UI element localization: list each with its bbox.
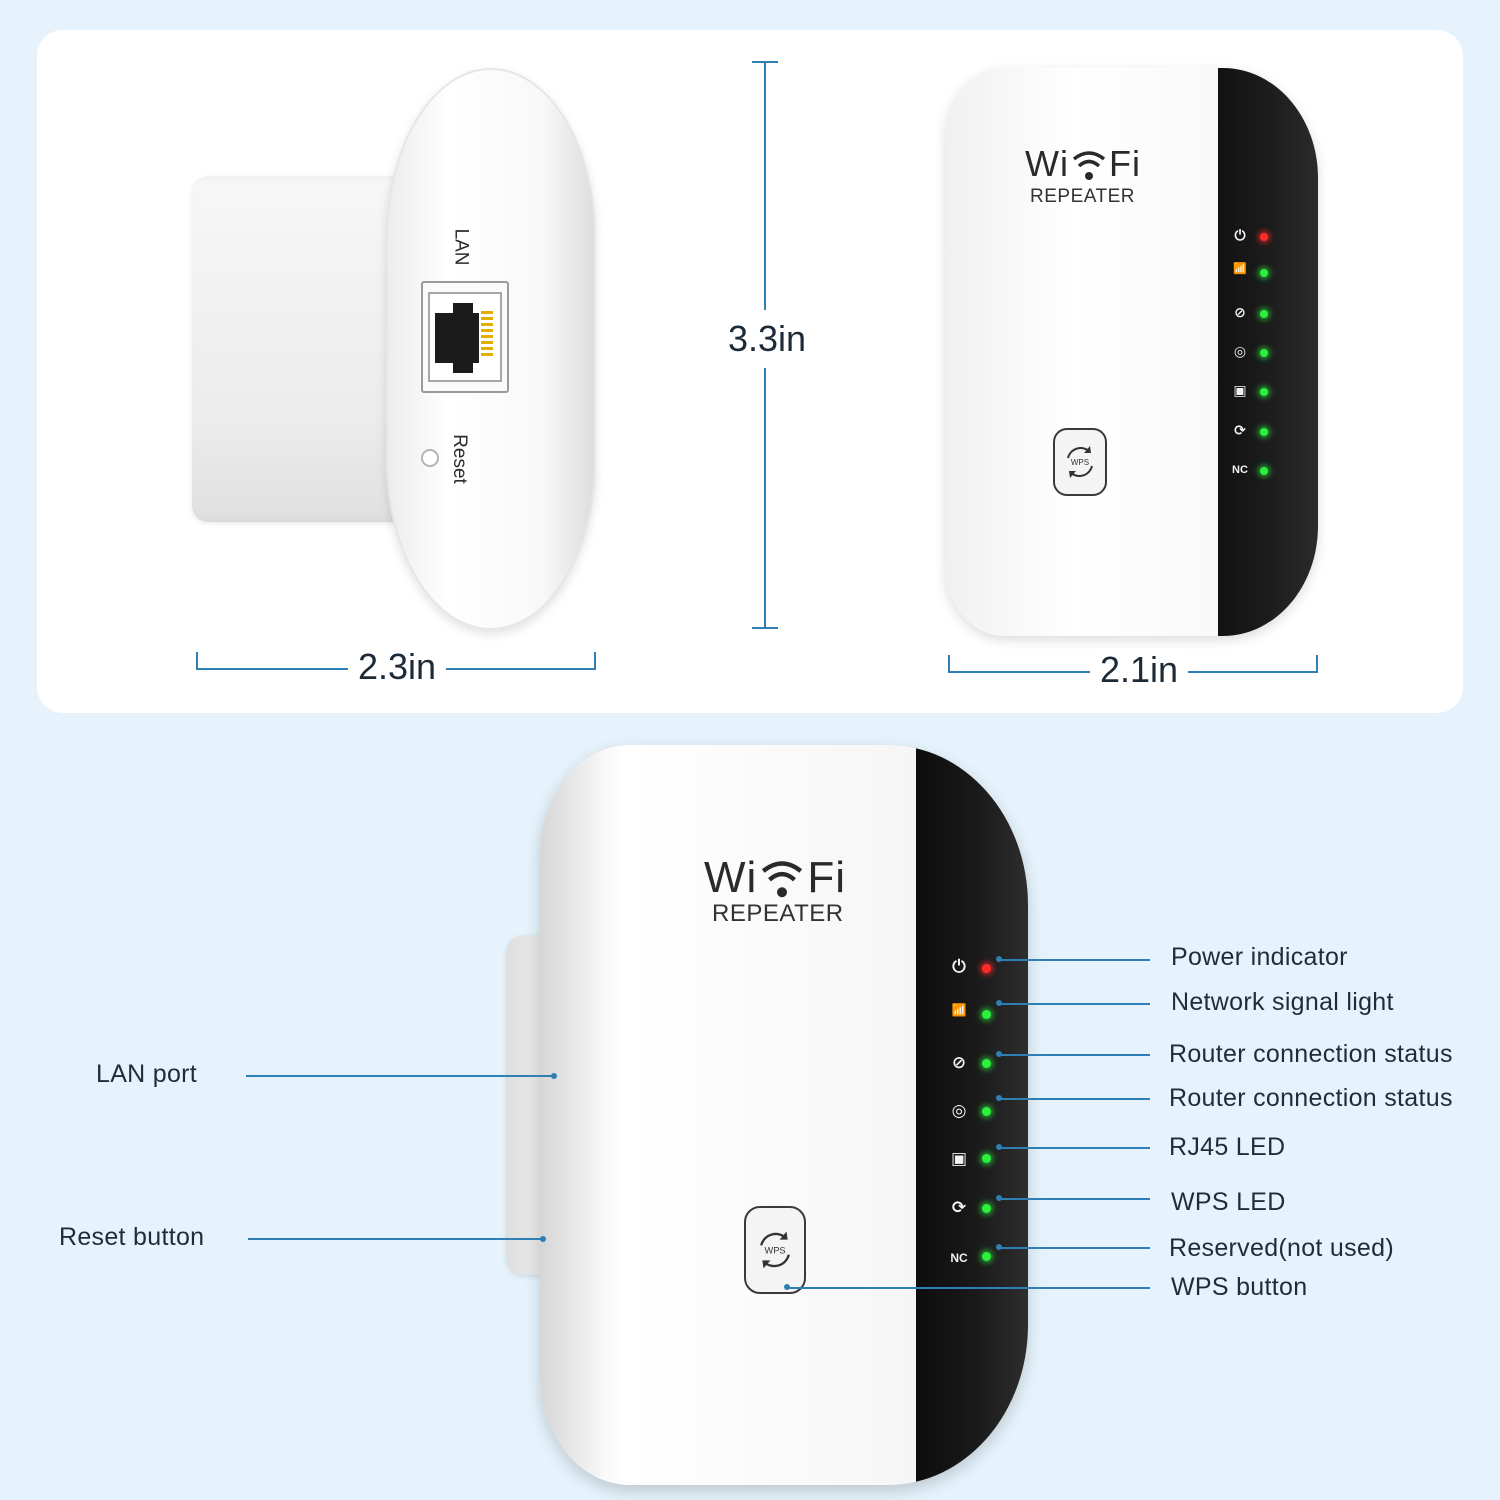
callout-power-indicator: Power indicator [1171, 943, 1348, 971]
power-icon: ⏻ [1234, 227, 1246, 243]
signal-led [1260, 269, 1268, 277]
callout-router-status-2: Router connection status [1169, 1084, 1453, 1112]
depth-dimension-label: 2.1in [1090, 649, 1189, 691]
height-dimension-bottom-cap [752, 627, 778, 629]
big-nc-icon: NC [950, 1251, 968, 1265]
wifi-logo-icon [1069, 146, 1109, 189]
big-globe-icon: ⊘ [951, 1053, 967, 1072]
power-led [1260, 233, 1268, 241]
callout-line-reserved [1000, 1247, 1150, 1249]
big-wps-arrows-icon: WPS [760, 1231, 790, 1269]
callout-dot-router-2 [996, 1095, 1002, 1101]
big-wps-led [982, 1204, 991, 1213]
callout-line-rj45 [1000, 1147, 1150, 1149]
router-led-2 [1260, 349, 1268, 357]
callout-dot-power [996, 956, 1002, 962]
wps-led [1260, 428, 1268, 436]
target-icon: ◎ [1233, 343, 1247, 359]
callout-line-power [1000, 959, 1150, 961]
big-wifi-logo-right: Fi [807, 853, 846, 902]
height-dimension-label: 3.3in [722, 310, 813, 368]
callout-router-status-1: Router connection status [1169, 1040, 1453, 1068]
big-view-led-band [916, 745, 1028, 1485]
front-wps-button[interactable]: WPS [1053, 428, 1107, 496]
front-repeater-label: REPEATER [1030, 186, 1136, 207]
big-router-led-1 [982, 1059, 991, 1068]
callout-line-router-2 [1000, 1098, 1150, 1100]
callout-reserved: Reserved(not used) [1169, 1234, 1394, 1262]
callout-rj45-led: RJ45 LED [1169, 1133, 1286, 1161]
big-wifi-signal-icon: 📶 [951, 1003, 967, 1017]
big-sync-icon: ⟳ [951, 1198, 967, 1217]
callout-network-signal: Network signal light [1171, 988, 1394, 1016]
front-view-device [945, 68, 1318, 636]
callout-line-reset [248, 1238, 543, 1240]
callout-dot-reset [540, 1236, 546, 1242]
router-led-1 [1260, 310, 1268, 318]
big-view-device [540, 745, 1028, 1485]
callout-dot-router-1 [996, 1051, 1002, 1057]
ethernet-socket-icon [428, 292, 502, 382]
rj45-led [1260, 388, 1268, 396]
callout-wps-button: WPS button [1171, 1273, 1308, 1301]
callout-wps-led: WPS LED [1171, 1188, 1286, 1216]
callout-dot-wps-led [996, 1195, 1002, 1201]
wps-arrows-icon: WPS [1067, 446, 1093, 478]
big-wifi-logo: Wi Fi [704, 848, 846, 903]
side-reset-label: Reset [448, 434, 470, 484]
big-wifi-logo-left: Wi [704, 853, 758, 902]
big-power-icon: ⏻ [952, 957, 966, 976]
callout-dot-signal [996, 1000, 1002, 1006]
side-lan-port [421, 281, 509, 393]
globe-icon: ⊘ [1234, 304, 1246, 320]
callout-dot-rj45 [996, 1144, 1002, 1150]
big-signal-led [982, 1010, 991, 1019]
side-lan-label: LAN [450, 228, 472, 266]
big-wifi-logo-icon [757, 854, 807, 909]
callout-line-router-1 [1000, 1054, 1150, 1056]
big-router-led-2 [982, 1107, 991, 1116]
big-ethernet-icon: ▣ [950, 1149, 968, 1168]
big-power-led [982, 964, 991, 973]
svg-text:WPS: WPS [765, 1245, 786, 1255]
big-view-edge [540, 745, 600, 1485]
callout-line-wps-button [788, 1287, 1150, 1289]
nc-icon: NC [1232, 464, 1248, 476]
front-view-led-band [1218, 68, 1318, 636]
big-wps-button[interactable]: WPS [744, 1206, 806, 1294]
wifi-logo-left: Wi [1025, 143, 1069, 184]
callout-line-signal [1000, 1003, 1150, 1005]
callout-line-lan-port [246, 1075, 554, 1077]
big-target-icon: ◎ [951, 1101, 967, 1120]
big-nc-led [982, 1252, 991, 1261]
callout-dot-lan-port [551, 1073, 557, 1079]
svg-text:WPS: WPS [1071, 458, 1089, 467]
nc-led [1260, 467, 1268, 475]
callout-line-wps-led [1000, 1198, 1150, 1200]
callout-reset-button: Reset button [59, 1223, 205, 1251]
front-wifi-logo: Wi Fi [1025, 142, 1141, 185]
sync-icon: ⟳ [1234, 422, 1246, 438]
big-repeater-label: REPEATER [712, 900, 844, 927]
width-dimension-label: 2.3in [348, 646, 447, 688]
side-reset-hole [421, 449, 439, 467]
callout-dot-wps-button [784, 1284, 790, 1290]
ethernet-icon: ▣ [1233, 382, 1247, 398]
big-rj45-led [982, 1154, 991, 1163]
wifi-logo-right: Fi [1108, 143, 1141, 184]
wifi-signal-icon: 📶 [1233, 263, 1247, 275]
callout-lan-port: LAN port [96, 1060, 198, 1088]
callout-dot-reserved [996, 1244, 1002, 1250]
